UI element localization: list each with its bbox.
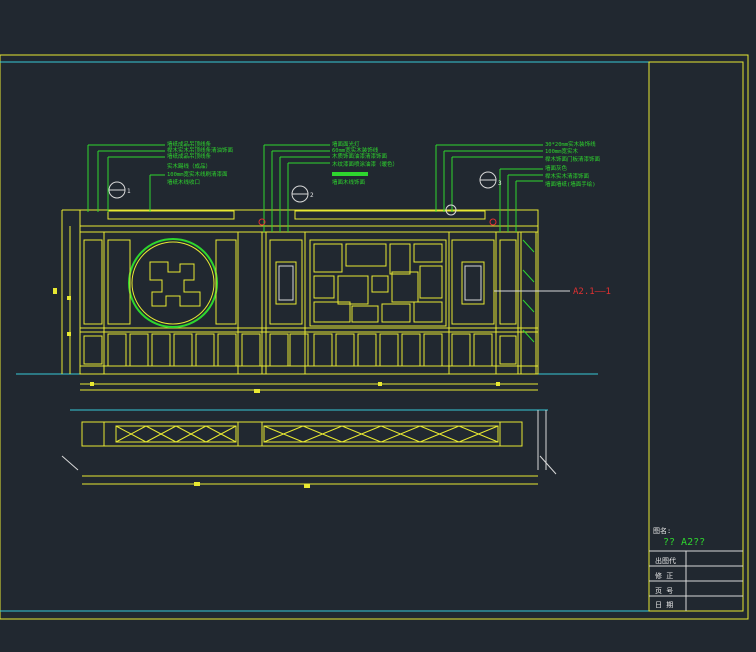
note-middle-2: 木质饰面油漆清漆饰面	[332, 152, 388, 160]
callout-1: 1	[127, 188, 131, 195]
note-left-3: 实木踢线（成品）	[167, 162, 211, 170]
elevation-view	[16, 209, 598, 375]
note-middle-0: 墙面面光灯	[332, 140, 360, 148]
note-right-3: 墙面灰色	[545, 164, 568, 172]
note-right-5: 墙面墙纸(墙面手绘)	[545, 180, 596, 188]
callout-3: 3	[498, 180, 502, 187]
title-row-2: 页 号	[655, 587, 673, 595]
note-right-1: 100mm宽实木	[545, 147, 579, 155]
note-middle-3: 木纹漆面喷涂油漆（暖色）	[332, 160, 398, 168]
note-right-2: 榉木饰面门板清漆饰面	[545, 155, 601, 163]
drawing-name-label: 图名:	[653, 526, 671, 535]
note-left-4: 100mm宽实木线刷清漆面	[167, 170, 228, 178]
elevation-dimension	[80, 382, 538, 393]
plan-view	[61, 409, 557, 488]
note-middle-5: 墙面木线饰面	[332, 178, 366, 186]
title-row-3: 日 期	[655, 601, 673, 609]
sheet-frame	[0, 54, 749, 620]
annotation-notes: 墙纸成品吊顶线条 榉木实木吊顶线条清油饰面 墙纸成品吊顶线条 实木踢线（成品） …	[167, 140, 601, 188]
drawing-name: ?? A2??	[663, 537, 705, 548]
title-row-0: 出图代	[655, 556, 676, 565]
callout-2: 2	[310, 192, 314, 199]
callout-markers: 1 2 3	[108, 171, 502, 226]
section-reference: A2.1——1	[573, 287, 611, 297]
note-right-4: 榉木实木清漆饰面	[545, 172, 590, 180]
leader-lines	[87, 144, 570, 292]
note-left-2: 墙纸成品吊顶线条	[167, 152, 212, 160]
note-left-0: 墙纸成品吊顶线条	[167, 140, 212, 148]
note-right-0: 30*20mm实木装饰线	[545, 140, 596, 148]
title-block: 图名: ?? A2?? 出图代 修 正 页 号 日 期	[649, 526, 743, 611]
note-left-1: 榉木实木吊顶线条清油饰面	[167, 146, 234, 154]
note-highlight-bar	[332, 172, 368, 176]
note-left-5: 墙纸木线收口	[167, 178, 200, 186]
note-middle-1: 60mm宽实木装饰线	[332, 146, 379, 154]
title-row-1: 修 正	[655, 571, 673, 580]
lower-cabinet-doors	[107, 333, 493, 367]
